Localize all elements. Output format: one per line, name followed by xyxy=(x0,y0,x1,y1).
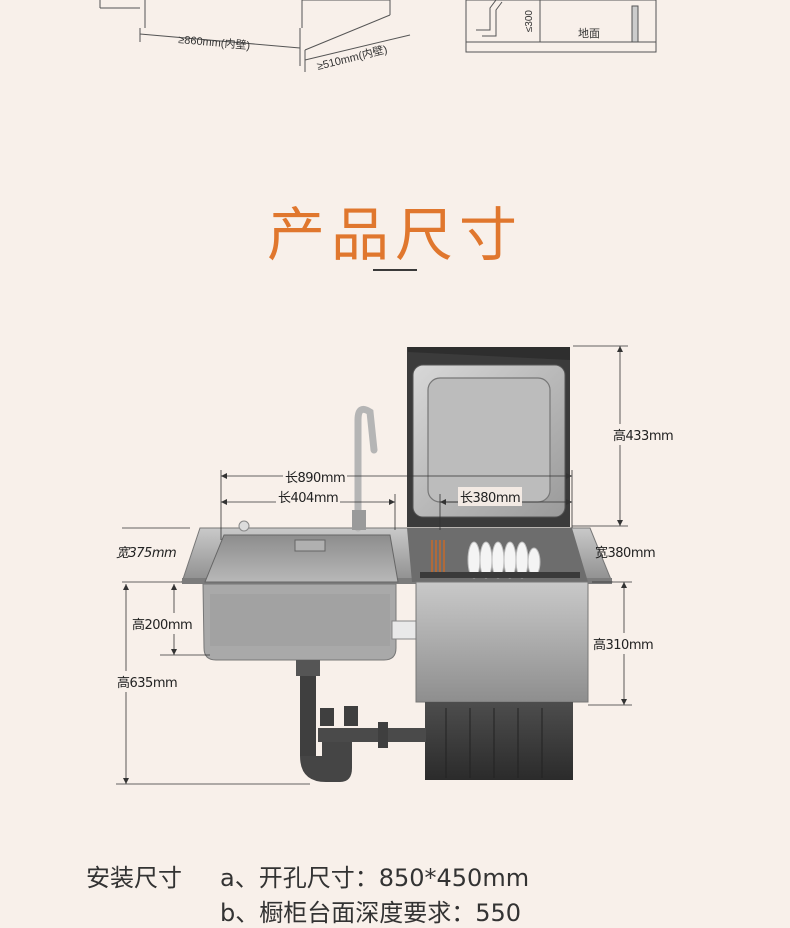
dishwasher-body xyxy=(407,528,589,780)
dishwasher-height-label: 高310mm xyxy=(593,633,654,654)
product-dimension-diagram xyxy=(116,345,632,785)
sink-length-label: 长404mm xyxy=(276,487,341,506)
cabinet-width-label: ≥860mm(内壁) xyxy=(178,32,251,52)
total-length-label: 长890mm xyxy=(283,467,348,486)
cabinet-depth-label: ≥510mm(内壁) xyxy=(315,42,388,73)
sink-width-label: 宽375mm xyxy=(116,546,177,561)
sink-basin xyxy=(202,534,449,661)
install-item-a: a、开孔尺寸：850*450mm xyxy=(220,864,530,892)
dishwasher-width-label: 宽380mm xyxy=(595,546,656,561)
floor-label: 地面 xyxy=(578,27,600,40)
dishwasher-length-label: 长380mm xyxy=(458,487,523,506)
install-heading: 安装尺寸 xyxy=(86,864,182,892)
install-size-row: 安装尺寸 a、开孔尺寸：850*450mm xyxy=(86,858,529,893)
section-title: 产品尺寸 xyxy=(266,201,523,269)
install-size-row-2: b、橱柜台面深度要求：550 xyxy=(86,893,521,928)
lid-height-label: 高433mm xyxy=(613,424,674,445)
title-divider xyxy=(373,269,417,271)
sink-countertop xyxy=(181,520,613,584)
height-limit-label: ≤300 xyxy=(524,10,535,33)
install-item-b: b、橱柜台面深度要求：550 xyxy=(220,899,522,927)
faucet xyxy=(354,405,378,532)
sink-depth-label: 高200mm xyxy=(132,613,193,634)
drain-pipes xyxy=(296,660,426,782)
total-height-label: 高635mm xyxy=(117,671,178,692)
cabinet-install-sketch: ≥860mm(内壁) ≥510mm(内壁) ≤300 地面 xyxy=(99,0,657,73)
